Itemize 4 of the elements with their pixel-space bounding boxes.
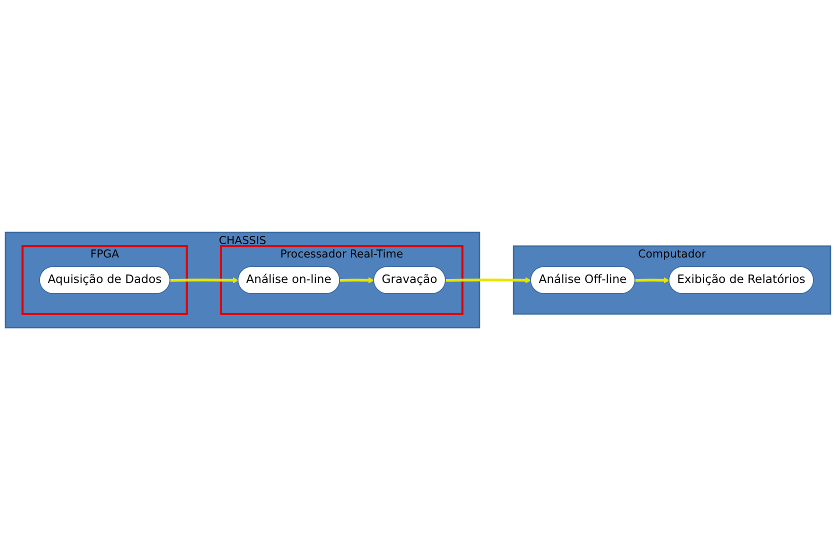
arrow: [340, 277, 374, 284]
arrow: [446, 277, 532, 284]
arrow: [170, 277, 239, 284]
arrow: [635, 277, 670, 284]
